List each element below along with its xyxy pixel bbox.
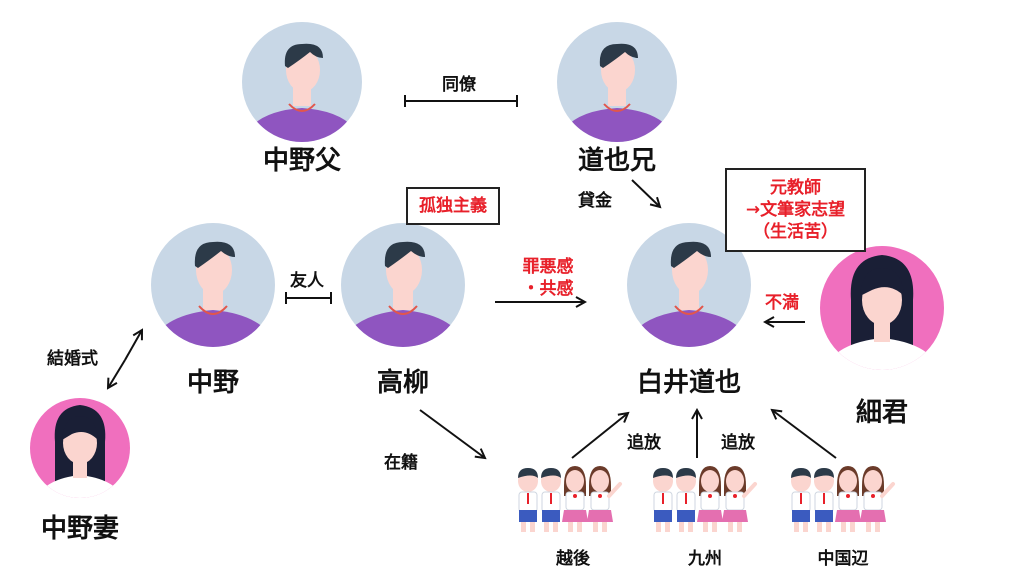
label-guilt-line1: 罪悪感 — [522, 257, 574, 277]
avatar-nakano — [151, 223, 275, 347]
name-nakano-father: 中野父 — [262, 146, 341, 176]
note-michiya-line2: →文筆家志望 — [745, 200, 846, 220]
label-colleague: 同僚 — [442, 75, 476, 95]
label-friend: 友人 — [290, 271, 324, 291]
avatar-shirai-michiya — [627, 223, 751, 347]
student-girl — [722, 466, 757, 532]
student-boy — [653, 468, 673, 532]
name-nakano-wife: 中野妻 — [40, 514, 119, 544]
name-michiya-brother: 道也兄 — [577, 146, 656, 176]
avatar-nakano-father — [242, 22, 362, 142]
name-nakano: 中野 — [186, 368, 239, 398]
arrow-expel-chugoku — [772, 410, 837, 459]
group-label-kyushu: 九州 — [688, 549, 722, 569]
note-takayanagi-text: 孤独主義 — [419, 196, 487, 216]
student-group-kyushu — [653, 466, 757, 532]
label-wedding: 結婚式 — [47, 349, 98, 369]
avatar-michiya-brother — [557, 22, 677, 142]
label-guilt: 罪悪感 ・共感 — [508, 256, 588, 300]
note-michiya-line1: 元教師 — [770, 178, 821, 198]
name-shirai-michiya: 白井道也 — [636, 368, 741, 398]
label-dissatisfaction: 不満 — [765, 293, 799, 313]
note-michiya: 元教師 →文筆家志望 （生活苦） — [725, 168, 866, 252]
label-loan: 貸金 — [578, 191, 612, 211]
student-boy — [814, 468, 834, 532]
arrow-loan — [631, 179, 660, 207]
arrow-enrolled — [419, 409, 485, 458]
group-label-chugoku: 中国辺 — [817, 549, 869, 569]
connector-colleague — [404, 95, 518, 107]
label-enrolled: 在籍 — [384, 453, 418, 473]
name-takayanagi: 高柳 — [376, 368, 429, 398]
group-label-echigo: 越後 — [556, 549, 590, 569]
arrow-wedding-b — [108, 359, 126, 388]
avatar-hosokun — [820, 246, 944, 370]
avatar-takayanagi — [341, 223, 465, 347]
arrow-wedding-a — [124, 330, 142, 361]
student-girl — [860, 466, 895, 532]
note-michiya-line3: （生活苦） — [753, 222, 838, 242]
student-group-echigo — [518, 466, 622, 532]
student-girl — [835, 466, 861, 532]
student-girl — [697, 466, 723, 532]
student-boy — [518, 468, 538, 532]
label-expelled-1: 追放 — [627, 433, 661, 453]
student-boy — [791, 468, 811, 532]
name-hosokun: 細君 — [855, 398, 908, 428]
connector-friend — [285, 292, 332, 304]
note-takayanagi: 孤独主義 — [406, 187, 500, 225]
student-boy — [676, 468, 696, 532]
label-expelled-2: 追放 — [721, 433, 755, 453]
avatar-nakano-wife — [30, 398, 130, 498]
arrow-expel-echigo — [571, 413, 628, 459]
student-girl — [587, 466, 622, 532]
student-group-chugoku — [791, 466, 895, 532]
student-boy — [541, 468, 561, 532]
student-girl — [562, 466, 588, 532]
label-guilt-line2: ・共感 — [522, 279, 574, 299]
